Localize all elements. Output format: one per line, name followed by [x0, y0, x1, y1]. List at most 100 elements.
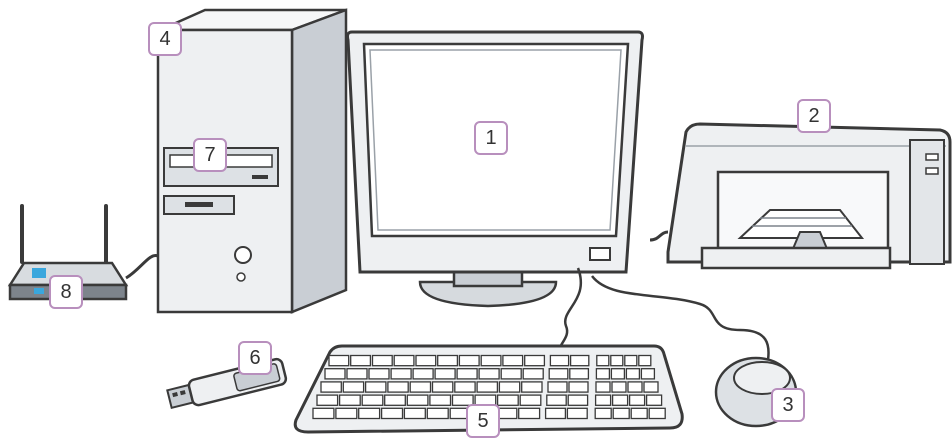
keyboard-key [477, 382, 497, 392]
label-optical-drive: 7 [193, 138, 227, 172]
monitor-power-button [590, 248, 610, 260]
keyboard-key [385, 395, 406, 405]
keyboard-key [571, 356, 589, 366]
keyboard-key [612, 382, 626, 392]
label-router: 8 [49, 275, 83, 309]
keyboard-key [546, 408, 566, 418]
keyboard-key [391, 369, 411, 379]
keyboard-key [351, 356, 371, 366]
keyboard-key [413, 369, 433, 379]
keyboard-key [404, 408, 425, 418]
keyboard-key [522, 382, 542, 392]
keyboard-key [503, 356, 523, 366]
keyboard-key [433, 382, 453, 392]
optical-drive-button [252, 175, 268, 179]
keyboard-key [630, 395, 645, 405]
keyboard-key [520, 395, 541, 405]
router-light [32, 268, 46, 278]
printer-cable [650, 232, 668, 240]
keyboard-key [569, 382, 588, 392]
keyboard-key [548, 382, 567, 392]
keyboard-key [611, 369, 624, 379]
monitor [348, 32, 643, 306]
keyboard-key [596, 395, 611, 405]
keyboard-key [410, 382, 430, 392]
router-led [34, 288, 44, 294]
keyboard-key [647, 395, 662, 405]
keyboard-key [430, 395, 451, 405]
router-cable [126, 255, 158, 278]
keyboard-key [457, 369, 477, 379]
power-button [235, 247, 251, 263]
keyboard-key [394, 356, 414, 366]
printer [668, 124, 950, 268]
keyboard-key [321, 382, 341, 392]
keyboard-key [625, 356, 637, 366]
keyboard-key [644, 382, 658, 392]
keyboard-key [317, 395, 338, 405]
keyboard-key [567, 408, 587, 418]
label-usb-drive: 6 [238, 341, 272, 375]
label-printer: 2 [797, 99, 831, 133]
keyboard-key [519, 408, 540, 418]
keyboard-key [407, 395, 428, 405]
keyboard-key [547, 395, 566, 405]
printer-output-tray [702, 248, 890, 268]
keyboard-key [611, 356, 623, 366]
keyboard-key [479, 369, 499, 379]
keyboard-key [340, 395, 361, 405]
label-monitor: 1 [474, 121, 508, 155]
keyboard-key [359, 408, 380, 418]
keyboard-key [481, 356, 501, 366]
keyboard-key [570, 369, 589, 379]
keyboard-key [596, 382, 610, 392]
keyboard-key [388, 382, 408, 392]
keyboard-key [416, 356, 436, 366]
keyboard-key [382, 408, 403, 418]
printer-button-bottom [926, 168, 938, 174]
keyboard-key [641, 369, 654, 379]
keyboard-key [373, 356, 393, 366]
floppy-slot [185, 202, 213, 207]
label-mouse: 3 [771, 388, 805, 422]
label-keyboard: 5 [466, 404, 500, 438]
keyboard-key [525, 356, 545, 366]
keyboard-key [626, 369, 639, 379]
keyboard-key [649, 408, 665, 418]
keyboard-key [568, 395, 587, 405]
keyboard-key [631, 408, 647, 418]
keyboard-key [347, 369, 367, 379]
keyboard-key [628, 382, 642, 392]
keyboard-key [595, 408, 611, 418]
keyboard-key [369, 369, 389, 379]
keyboard-key [438, 356, 458, 366]
keyboard-key [549, 369, 568, 379]
keyboard-key [435, 369, 455, 379]
printer-button-top [926, 154, 938, 160]
keyboard-key [336, 408, 357, 418]
keyboard-key [596, 369, 609, 379]
tower-side [292, 10, 346, 312]
keyboard-key [313, 408, 334, 418]
keyboard-key [427, 408, 448, 418]
keyboard-key [523, 369, 543, 379]
keyboard-key [366, 382, 386, 392]
keyboard-key [639, 356, 651, 366]
keyboard-key [499, 382, 519, 392]
keyboard-key [613, 408, 629, 418]
keyboard-key [459, 356, 479, 366]
keyboard-key [329, 356, 349, 366]
keyboard-key [343, 382, 363, 392]
keyboard-key [362, 395, 383, 405]
keyboard-key [597, 356, 609, 366]
power-led [237, 273, 245, 281]
keyboard-key [498, 395, 519, 405]
keyboard-key [325, 369, 345, 379]
label-tower: 4 [148, 22, 182, 56]
keyboard-key [455, 382, 475, 392]
keyboard-key [501, 369, 521, 379]
computer-tower [158, 10, 346, 312]
keyboard-key [613, 395, 628, 405]
